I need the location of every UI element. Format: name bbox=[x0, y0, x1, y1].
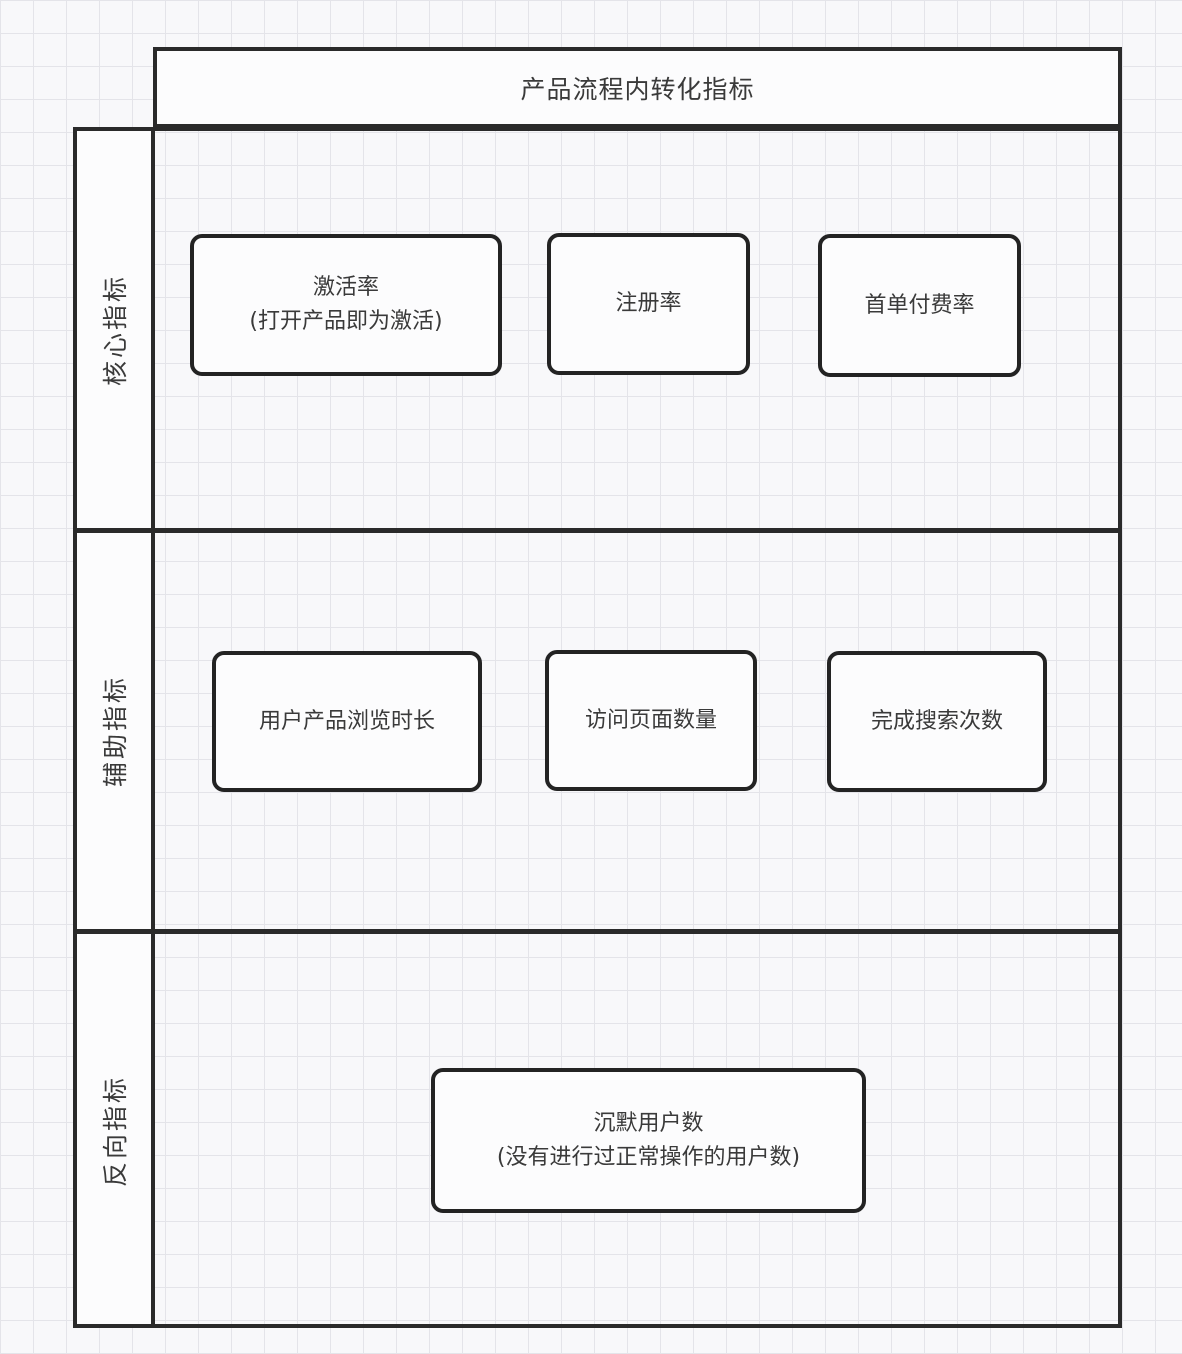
lane-label-column bbox=[73, 127, 155, 1328]
node-search-completions: 完成搜索次数 bbox=[827, 651, 1047, 792]
lane-label-reverse-metrics: 反向指标 bbox=[101, 1074, 131, 1188]
lane-reverse-metrics: 反向指标 bbox=[73, 934, 155, 1328]
node-registration-rate: 注册率 bbox=[547, 233, 750, 375]
lane-label-auxiliary-metrics: 辅助指标 bbox=[101, 674, 131, 788]
node-text-line: (打开产品即为激活) bbox=[249, 309, 443, 334]
diagram-title-bar: 产品流程内转化指标 bbox=[153, 47, 1122, 128]
node-activation-rate: 激活率 (打开产品即为激活) bbox=[190, 234, 502, 376]
lane-divider-2 bbox=[73, 929, 1122, 934]
node-silent-users: 沉默用户数 (没有进行过正常操作的用户数) bbox=[431, 1068, 866, 1213]
node-text-line: 首单付费率 bbox=[864, 292, 975, 318]
lane-core-metrics: 核心指标 bbox=[73, 131, 155, 528]
node-pages-visited: 访问页面数量 bbox=[545, 650, 757, 791]
node-text-line: 用户产品浏览时长 bbox=[258, 708, 435, 734]
node-text-line: 沉默用户数 bbox=[593, 1110, 704, 1136]
node-browse-duration: 用户产品浏览时长 bbox=[212, 651, 482, 792]
lane-label-core-metrics: 核心指标 bbox=[101, 273, 131, 386]
node-text-line: 完成搜索次数 bbox=[870, 708, 1003, 734]
node-first-order-payment-rate: 首单付费率 bbox=[818, 234, 1021, 377]
node-text-line: 访问页面数量 bbox=[584, 707, 717, 733]
node-text-line: 激活率 bbox=[312, 275, 379, 300]
lane-auxiliary-metrics: 辅助指标 bbox=[73, 533, 155, 929]
diagram-title: 产品流程内转化指标 bbox=[520, 74, 755, 104]
node-text-line: (没有进行过正常操作的用户数) bbox=[496, 1144, 801, 1170]
node-text-line: 注册率 bbox=[615, 291, 682, 316]
lane-divider-1 bbox=[73, 528, 1122, 533]
